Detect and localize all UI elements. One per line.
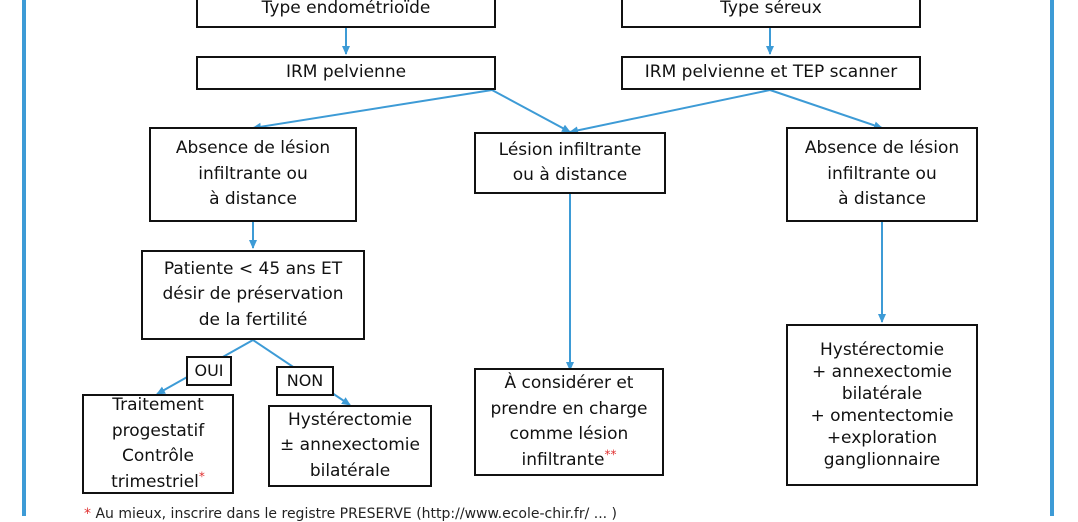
frame-left-border <box>22 0 26 516</box>
node-traitement: Traitement progestatif Contrôle trimestr… <box>82 394 234 494</box>
frame-right-border <box>1050 0 1054 516</box>
traitement-last-line: trimestriel <box>111 471 199 492</box>
arrow-irm-tep-to-absence-right <box>769 89 883 130</box>
footnote-text: Au mieux, inscrire dans le registre PRES… <box>95 506 618 522</box>
node-type-sereux: Type séreux <box>621 0 921 28</box>
arrow-irm-to-lesion <box>491 89 571 133</box>
node-hyst-full: Hystérectomie + annexectomie bilatérale … <box>786 324 978 486</box>
branch-label-oui: OUI <box>186 356 232 386</box>
footnote-asterisk: * <box>84 506 91 522</box>
branch-label-non: NON <box>276 366 334 396</box>
node-absence-right: Absence de lésion infiltrante ou à dista… <box>786 127 978 222</box>
node-hyst-annex: Hystérectomie ± annexectomie bilatérale <box>268 405 432 487</box>
asterisk-mark: * <box>198 468 205 483</box>
node-irm-tep: IRM pelvienne et TEP scanner <box>621 56 921 90</box>
node-irm-pelvienne: IRM pelvienne <box>196 56 496 90</box>
node-considerer: À considérer et prendre en charge comme … <box>474 368 664 476</box>
node-patiente: Patiente < 45 ans ET désir de préservati… <box>141 250 365 340</box>
arrow-irm-tep-to-lesion <box>569 89 771 135</box>
node-absence-left: Absence de lésion infiltrante ou à dista… <box>149 127 357 222</box>
considerer-last-line: infiltrante <box>521 449 605 470</box>
arrow-irm-to-absence-left <box>252 89 493 131</box>
node-type-endometrioide: Type endométrioïde <box>196 0 496 28</box>
footnote: * Au mieux, inscrire dans le registre PR… <box>84 506 617 522</box>
node-lesion-infiltrante: Lésion infiltrante ou à distance <box>474 132 666 194</box>
double-asterisk-mark: ** <box>604 446 617 461</box>
